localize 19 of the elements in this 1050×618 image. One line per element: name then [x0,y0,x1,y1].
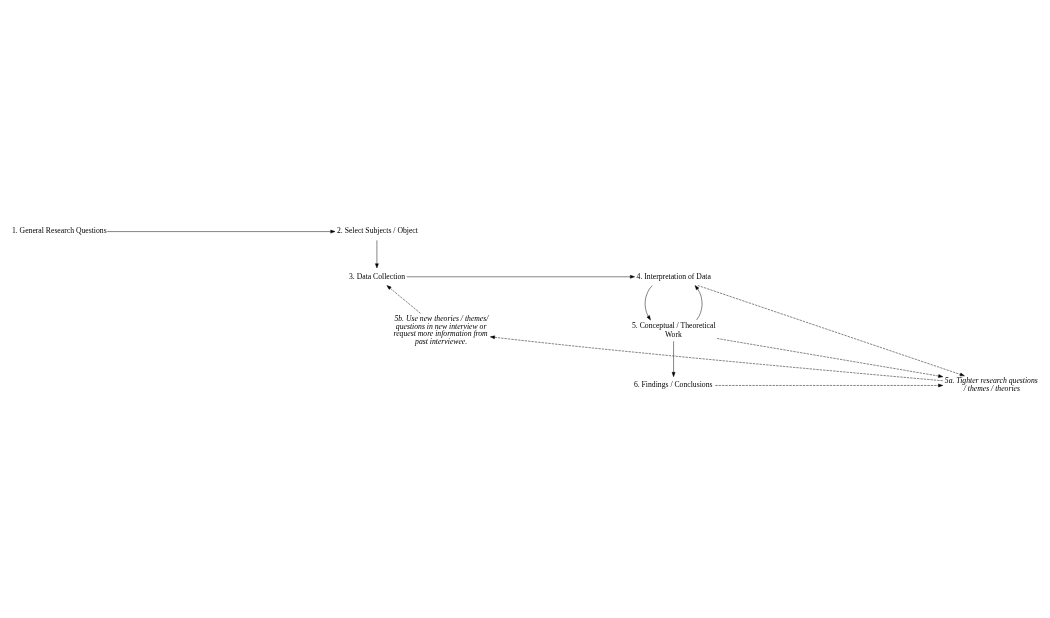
node-text: 1. General Research Questions [11,226,107,236]
arrow [375,240,379,269]
node-text: 6. Findings / Conclusions [633,380,713,390]
arrow [386,285,421,314]
node-text: 4. Interpretation of Data [636,271,711,281]
arrow [671,341,676,377]
node-text: 2. Select Subjects / Object [336,226,418,236]
arrow [644,285,653,321]
arrow [694,285,703,321]
arrow [715,383,943,388]
arrow [406,275,635,279]
node-text: 3. Data Collection [349,271,406,281]
node-text: 5b. Use new theories / themes/ questions in new interview or request more information from past interviewee. [393,313,489,347]
arrow [697,285,965,377]
arrow [490,335,943,381]
arrow [106,229,336,234]
arrow [716,338,944,378]
node-text: 5a. Tighter research questions / themes / theories [944,376,1038,394]
node-text: 5. Conceptual / Theoretical Work [631,321,716,339]
